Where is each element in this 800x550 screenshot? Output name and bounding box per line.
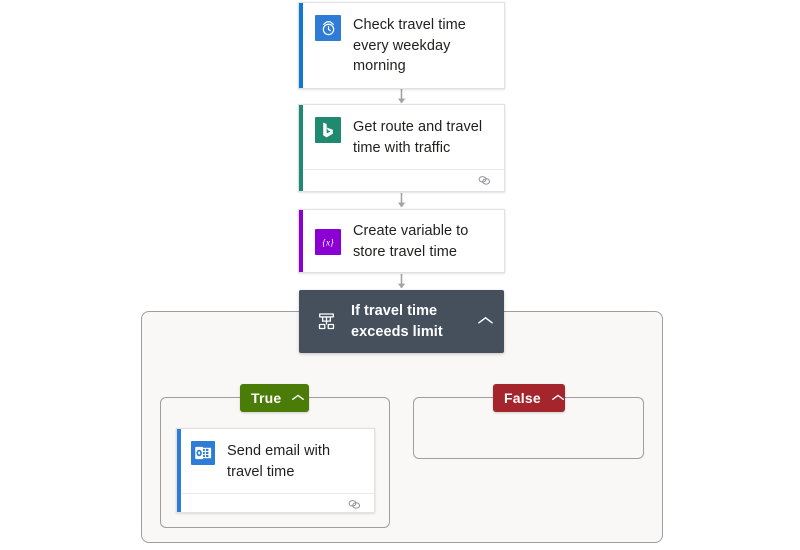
- card-footer: [177, 493, 374, 512]
- card-body: Send email with travel time: [177, 429, 374, 493]
- step-card-create-variable[interactable]: {x} Create variable to store travel time: [298, 209, 505, 273]
- variable-braces-icon: {x}: [315, 228, 341, 255]
- card-footer: [299, 169, 504, 191]
- bing-maps-icon: [315, 117, 341, 143]
- card-title: Create variable to store travel time: [353, 223, 469, 260]
- chevron-up-icon[interactable]: [551, 389, 565, 407]
- step-card-send-email[interactable]: Send email with travel time: [176, 428, 375, 513]
- outlook-mail-icon: [191, 441, 215, 465]
- svg-text:{x}: {x}: [322, 237, 334, 247]
- card-title: Send email with travel time: [227, 443, 331, 480]
- false-branch-label: False: [504, 390, 541, 406]
- chevron-up-icon[interactable]: [291, 389, 305, 407]
- card-accent-bar: [299, 3, 303, 88]
- card-body: {x} Create variable to store travel time: [299, 210, 504, 272]
- condition-title: If travel time exceeds limit: [351, 303, 443, 340]
- card-body: Check travel time every weekday morning: [299, 3, 504, 88]
- card-title: Check travel time every weekday morning: [353, 17, 466, 74]
- link-icon[interactable]: [477, 174, 492, 191]
- card-title: Get route and travel time with traffic: [353, 119, 483, 156]
- step-card-get-route[interactable]: Get route and travel time with traffic: [298, 104, 505, 192]
- true-branch-badge[interactable]: True: [240, 384, 309, 412]
- card-body: Get route and travel time with traffic: [299, 105, 504, 169]
- condition-branch-icon: [313, 309, 339, 335]
- true-branch-label: True: [251, 390, 282, 406]
- card-accent-bar: [299, 105, 303, 191]
- alarm-clock-icon: [315, 15, 341, 41]
- card-accent-bar: [177, 429, 181, 512]
- condition-card[interactable]: If travel time exceeds limit: [299, 290, 504, 353]
- false-branch-badge[interactable]: False: [493, 384, 565, 412]
- step-card-trigger[interactable]: Check travel time every weekday morning: [298, 2, 505, 89]
- card-accent-bar: [299, 210, 303, 272]
- chevron-up-icon[interactable]: [477, 313, 494, 331]
- link-icon[interactable]: [347, 498, 362, 512]
